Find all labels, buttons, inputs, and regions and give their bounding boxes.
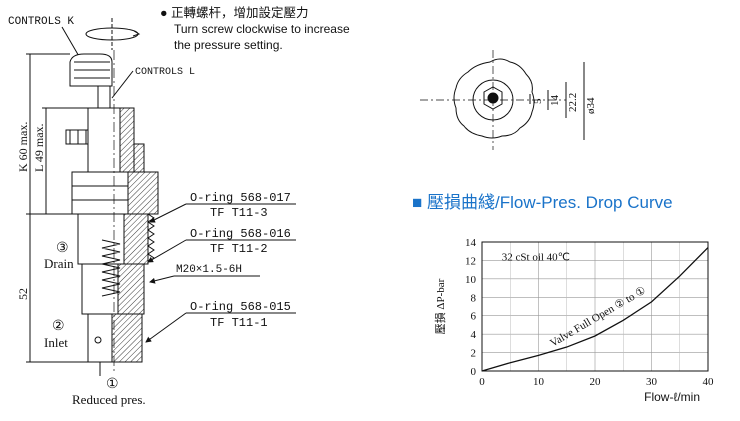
rotation-arrowhead [132,30,141,37]
knob-dim-5: 5 [532,98,544,104]
flow-pressure-chart: 0 2 4 6 8 10 12 14 0 10 20 30 40 Valve Full Open ② to… [433,237,714,404]
thread-section [77,213,155,265]
y-tick-label: 10 [465,274,477,286]
spring [101,239,121,297]
curve-heading: ■ 壓損曲綫/Flow-Pres. Drop Curve [412,193,673,212]
plot-frame [481,241,709,372]
controls-k-leader [61,26,81,59]
hex-hatch [133,143,145,177]
series-label: Valve Full Open ② to ① [548,284,648,349]
y-tick-label: 0 [471,366,477,378]
y-tick-label: 6 [471,311,477,323]
x-tick-label: 0 [479,376,485,388]
port1-number: ① [106,377,119,392]
cartridge-mid-hatch [117,263,145,315]
knob-top-view: 5 14 22.2 ø34 [420,50,597,150]
knob-outline [453,58,535,139]
x-tick-label: 10 [533,376,545,388]
valve-section: CONTROLS K CONTROLS L ● 正轉螺杆，增加設定壓力 Turn… [8,5,350,407]
y-tick-label: 14 [465,237,477,249]
dim-k-text: K 60 max. [16,122,30,172]
x-tick-label: 40 [703,376,715,388]
port3-number: ③ [56,241,69,256]
knob-dim-14: 14 [549,95,561,107]
oring2-label: O-ring 568-016 [190,227,291,241]
oring3-label: O-ring 568-015 [190,300,291,314]
series-line [481,247,709,372]
note-en-2: the pressure setting. [174,38,283,52]
y-tick-label: 12 [465,255,476,267]
chart-annotation: 32 cSt oil 40℃ [502,251,570,263]
note-en-1: Turn screw clockwise to increase [174,22,350,36]
thread-label: M20×1.5-6H [176,264,242,276]
y-tick-label: 8 [471,292,477,304]
x-tick-label: 30 [646,376,658,388]
x-axis-label: Flow-ℓ/min [644,390,700,404]
hex-body-hatch [127,171,159,215]
y-tick-label: 4 [471,329,477,341]
knob-dim-34: ø34 [585,97,597,114]
cartridge-tip-hatch [111,313,143,363]
port2-label: Inlet [44,335,68,350]
oring1-tf: TF T11-3 [210,206,268,220]
adjust-screw [97,85,111,109]
oring2-tf: TF T11-2 [210,242,268,256]
oring3-tf: TF T11-1 [210,316,268,330]
port1-label: Reduced pres. [72,392,146,407]
port3-label: Drain [44,256,74,271]
oring1-label: O-ring 568-017 [190,191,291,205]
dim-52-text: 52 [16,288,30,300]
y-axis-label: 壓損 ΔP-bar [433,278,447,334]
knob-dim-22: 22.2 [567,93,579,112]
note-zh: ● 正轉螺杆，增加設定壓力 [160,5,309,20]
controls-l-leader [111,70,134,99]
y-tick-label: 2 [471,348,477,360]
inlet-hole [94,336,102,344]
port2-number: ② [52,319,65,334]
controls-k-label: CONTROLS K [8,16,74,28]
dim-l-text: L 49 max. [32,123,46,172]
upper-body-hatch [119,107,135,177]
controls-l-label: CONTROLS L [135,67,195,78]
x-tick-label: 20 [590,376,602,388]
